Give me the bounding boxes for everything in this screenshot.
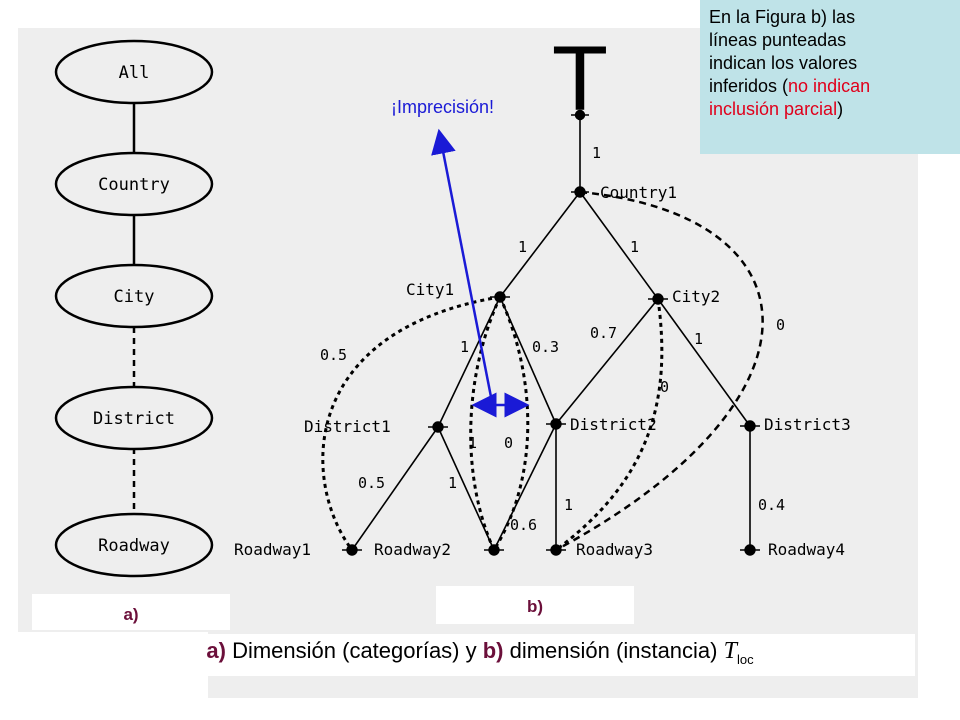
solid-edges (351, 115, 751, 551)
node-label-district2: District2 (570, 415, 657, 434)
node-country1 (571, 186, 589, 198)
weight-district2-roadway3: 1 (564, 496, 573, 514)
weight-city1-roadway1: 0.5 (320, 346, 347, 364)
edge-country1-city2 (579, 191, 659, 300)
imprecision-annotation (431, 128, 530, 418)
figure-caption: a) Dimensión (categorías) y b) dimensión… (0, 638, 960, 667)
label-b-box (436, 586, 634, 624)
edge-city1-roadway2-inferred-left (469, 296, 502, 551)
weight-city1-district1: 1 (460, 338, 469, 356)
caption-b-label: b) (482, 638, 504, 663)
category-all-node (54, 39, 214, 105)
caption-symbol-subscript: loc (736, 651, 754, 667)
node-roadway4 (740, 544, 760, 556)
node-top (571, 109, 589, 121)
panel-b-label: b) (527, 597, 543, 616)
node-label-district1: District1 (304, 417, 391, 436)
category-city-label: City (114, 287, 155, 307)
category-country-node (54, 151, 214, 217)
node-label-roadway2: Roadway2 (374, 540, 451, 559)
weight-city1-district2: 0.3 (532, 338, 559, 356)
note-line-5: inclusión parcial) (709, 98, 960, 121)
category-roadway-label: Roadway (98, 536, 170, 556)
edge-city2-roadway3-inferred (555, 298, 664, 552)
caption-symbol-letter: T (723, 638, 737, 664)
caption-symbol: Tloc (723, 638, 754, 667)
node-label-city1: City1 (406, 280, 454, 299)
edge-city1-district2 (499, 296, 557, 425)
weight-district1-roadway1: 0.5 (358, 474, 385, 492)
edge-city1-district1 (437, 296, 501, 428)
node-label-roadway1: Roadway1 (234, 540, 311, 559)
weight-city2-district2: 0.7 (590, 324, 617, 342)
node-label-city2: City2 (672, 287, 720, 306)
note-line-4: inferidos (no indican (709, 75, 960, 98)
weight-district3-roadway4: 0.4 (758, 496, 785, 514)
category-district-node (54, 385, 214, 451)
note-line-2: líneas punteadas (709, 30, 847, 50)
note-line-4-red: no indican (788, 76, 871, 96)
edge-district1-roadway2 (437, 426, 495, 551)
edge-district2-roadway2 (493, 423, 557, 551)
note-line-4-prefix: inferidos ( (709, 76, 789, 96)
weight-city1-roadway2-left: 1 (468, 434, 477, 452)
panel-a-label: a) (123, 605, 138, 624)
category-district-label: District (93, 409, 175, 429)
weight-district2-roadway2: 0.6 (510, 516, 537, 534)
weight-city2-district3: 1 (694, 330, 703, 348)
node-district1 (428, 421, 448, 433)
category-roadway-node (54, 512, 214, 578)
note-line-1: En la Figura b) las (709, 7, 856, 27)
node-roadway1 (342, 544, 362, 556)
node-roadway3 (546, 544, 566, 556)
edge-city2-district3 (657, 298, 751, 427)
caption-box (150, 634, 915, 676)
weight-top-country1: 1 (592, 144, 601, 162)
caption-a-label: a) (206, 638, 226, 663)
note-line-5-suffix: ) (837, 99, 844, 119)
node-label-country1: Country1 (600, 183, 677, 202)
imprecision-label: ¡Imprecisión! (391, 97, 494, 117)
node-district3 (740, 420, 760, 432)
caption-text-2: dimensión (instancia) (503, 638, 724, 663)
weight-district1-roadway2: 1 (448, 474, 457, 492)
category-city-node (54, 263, 214, 329)
edge-country1-city1 (499, 191, 581, 298)
weight-country1-city2: 1 (630, 238, 639, 256)
edge-city2-district2 (555, 298, 659, 425)
node-city1 (490, 291, 510, 303)
node-label-roadway3: Roadway3 (576, 540, 653, 559)
note-line-5-red: inclusión parcial (709, 99, 838, 119)
category-country-label: Country (98, 175, 170, 195)
edge-country1-roadway3-inferred (555, 190, 764, 552)
edge-district1-roadway1 (351, 426, 439, 551)
node-label-district3: District3 (764, 415, 851, 434)
node-roadway2 (484, 544, 504, 556)
edge-city1-roadway1-inferred (321, 295, 501, 551)
instance-nodes (342, 109, 760, 556)
caption-text-1: Dimensión (categorías) y (225, 638, 483, 663)
weight-city2-roadway3: 0 (660, 378, 669, 396)
category-all-label: All (119, 63, 150, 83)
category-hierarchy (54, 39, 214, 578)
weight-country1-roadway3: 0 (776, 316, 785, 334)
node-district2 (546, 418, 566, 430)
explanatory-note: En la Figura b) las líneas punteadas ind… (700, 0, 960, 154)
weight-city1-roadway2-right: 0 (504, 434, 513, 452)
note-line-3: indican los valores (709, 53, 858, 73)
edge-city1-roadway2-inferred-right (492, 296, 530, 551)
label-a-box (32, 594, 230, 630)
dashed-edges (321, 190, 764, 552)
node-label-roadway4: Roadway4 (768, 540, 845, 559)
imprecision-pointer-arrow (431, 128, 494, 403)
node-city2 (648, 293, 668, 305)
weight-country1-city1: 1 (518, 238, 527, 256)
